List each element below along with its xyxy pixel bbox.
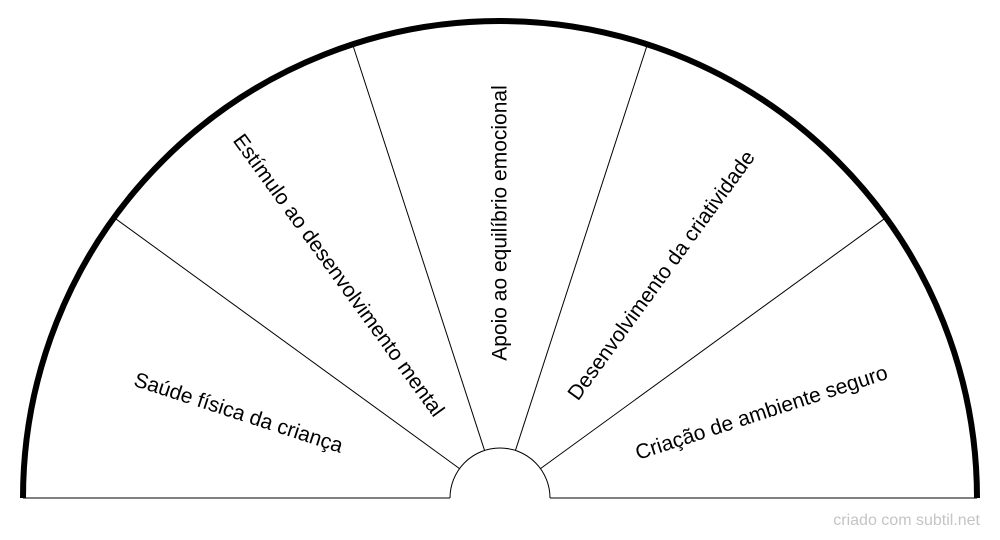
segment-label: Criação de ambiente seguro (633, 361, 891, 464)
outer-arc (20, 18, 980, 499)
divider-lines (115, 46, 885, 470)
divider-line (115, 218, 460, 470)
divider-line (540, 218, 885, 470)
segment-label: Apoio ao equilíbrio emocional (489, 85, 512, 361)
divider-line (514, 46, 648, 451)
segment-label: Estímulo ao desenvolvimento mental (228, 130, 448, 421)
footer-credit: criado com subtil.net (833, 512, 980, 529)
inner-arc (449, 447, 551, 499)
segment-label: Saúde física da criança (131, 368, 346, 457)
divider-line (352, 46, 486, 451)
segment-label: Desenvolvimento da criatividade (563, 146, 759, 404)
